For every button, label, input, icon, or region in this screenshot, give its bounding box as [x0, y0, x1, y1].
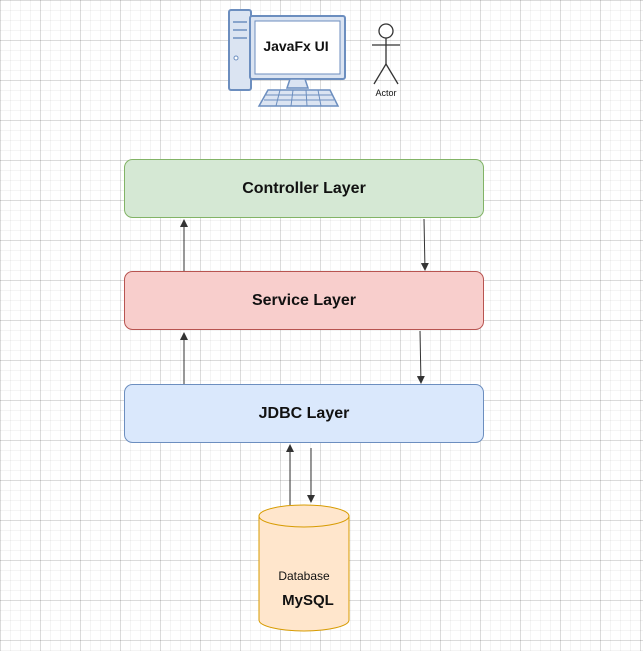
actor-label: Actor — [375, 88, 397, 98]
controller-layer-label: Controller Layer — [242, 179, 366, 197]
jdbc-layer-box — [124, 384, 484, 443]
database-cylinder-icon — [258, 504, 350, 632]
database-engine: MySQL — [282, 592, 334, 609]
arrow-controller-to-service — [420, 218, 429, 271]
computer-screen-label: JavaFx UI — [263, 38, 329, 54]
controller-layer-box — [124, 159, 484, 218]
actor-icon — [372, 23, 400, 85]
service-layer-box — [124, 271, 484, 330]
database-title: Database — [278, 569, 330, 583]
service-layer-label: Service Layer — [251, 291, 357, 309]
computer-icon — [228, 9, 346, 107]
jdbc-layer-label: JDBC Layer — [258, 404, 350, 422]
arrow-service-to-jdbc — [416, 330, 425, 384]
